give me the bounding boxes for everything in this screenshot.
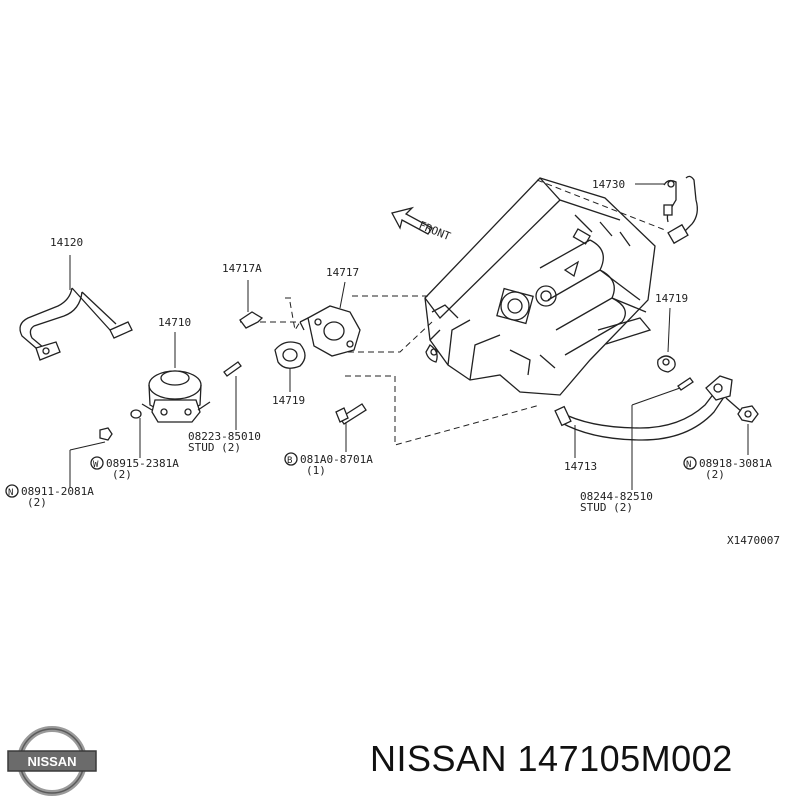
label-stud1-pn: 08223-85010 — [188, 430, 261, 443]
part-number-title: NISSAN 147105M002 — [370, 738, 733, 779]
label-14730: 14730 — [592, 178, 625, 191]
label-nut1-qty: (2) — [27, 496, 47, 509]
stud-08223 — [223, 361, 242, 377]
label-nut2-qty: (2) — [705, 468, 725, 481]
gasket-14719-left — [274, 341, 306, 369]
washer-mark-circle — [90, 456, 104, 470]
front-arrow — [391, 206, 433, 235]
sensor-14730 — [663, 175, 698, 245]
hose-14120 — [19, 287, 133, 361]
washer-08915 — [130, 409, 142, 419]
nissan-logo: NISSAN — [7, 726, 97, 796]
nut-08918 — [737, 405, 759, 423]
label-14710: 14710 — [158, 316, 191, 329]
logo-text: NISSAN — [27, 754, 76, 769]
label-14719-right: 14719 — [655, 292, 688, 305]
label-nut2-pn: 08918-3081A — [699, 457, 772, 470]
nut2-mark-circle — [683, 456, 697, 470]
dash-lower — [345, 375, 541, 446]
nut2-mark: N — [686, 460, 691, 470]
stud-08244 — [677, 377, 694, 391]
label-washer-qty: (2) — [112, 468, 132, 481]
bolt-mark-circle — [284, 452, 298, 466]
nut1-mark: N — [8, 488, 13, 498]
adapter-14717 — [299, 305, 361, 357]
front-label: FRONT — [417, 219, 453, 244]
washer-mark: W — [93, 460, 99, 470]
gasket-14719-right — [657, 355, 676, 373]
label-14717A: 14717A — [222, 262, 262, 275]
label-bolt-qty: (1) — [306, 464, 326, 477]
bolt-14717A — [239, 311, 264, 329]
dash-14730 — [536, 179, 666, 231]
label-washer-pn: 08915-2381A — [106, 457, 179, 470]
leader-14719-right — [667, 307, 671, 353]
intake-manifold — [424, 177, 656, 396]
nut-08911 — [99, 427, 113, 441]
label-14719-left: 14719 — [272, 394, 305, 407]
label-14713: 14713 — [564, 460, 597, 473]
label-stud2-pn: 08244-82510 — [580, 490, 653, 503]
bolt-mark: B — [287, 456, 292, 466]
label-stud1-qty: STUD (2) — [188, 441, 241, 454]
label-bolt-pn: 081A0-8701A — [300, 453, 373, 466]
label-nut1-pn: 08911-2081A — [21, 485, 94, 498]
label-stud2-qty: STUD (2) — [580, 501, 633, 514]
label-14120: 14120 — [50, 236, 83, 249]
dash-mid — [348, 321, 433, 353]
leader-nut1-a — [69, 441, 106, 451]
label-14717: 14717 — [326, 266, 359, 279]
diagram-code: X1470007 — [727, 534, 780, 547]
leader-14717 — [339, 281, 346, 309]
tube-14713 — [554, 375, 743, 441]
nut1-mark-circle — [5, 484, 19, 498]
egr-valve-14710 — [141, 370, 211, 423]
